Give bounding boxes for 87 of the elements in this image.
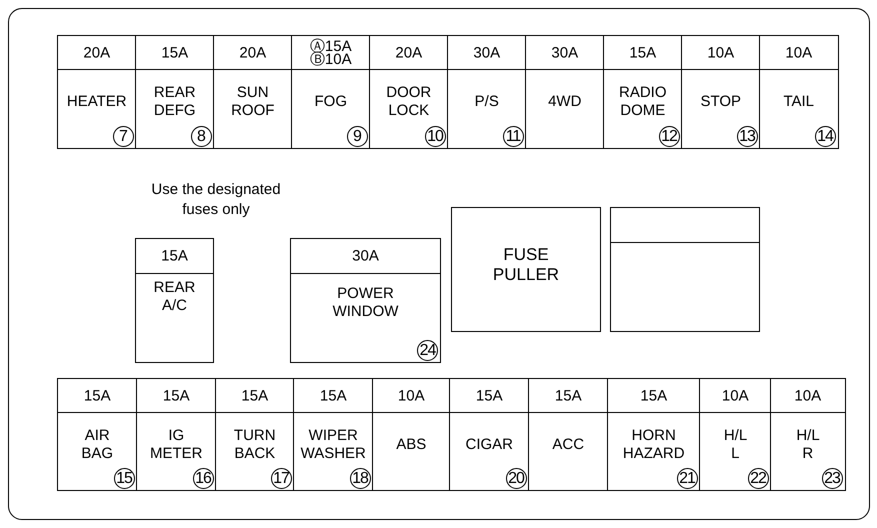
fuse-rating: 15A	[629, 46, 656, 59]
fuse-label: ACC	[552, 436, 584, 454]
fuse-rating: 15A	[162, 389, 190, 402]
fuse-rating: Ⓐ15A Ⓑ10A	[310, 40, 352, 66]
fuse-rating: 10A	[785, 46, 812, 59]
circled-number: 11	[502, 126, 524, 147]
fuse-slot	[449, 378, 530, 491]
fuse-rating: 15A	[161, 46, 188, 59]
fuse-slot	[607, 378, 700, 491]
fuse-rating: 10A	[707, 46, 734, 59]
circled-number: 10	[424, 126, 446, 147]
fuse-label: WIPER WASHER	[300, 427, 366, 463]
fuse-rating: 20A	[395, 46, 422, 59]
fuse-slot	[770, 378, 846, 491]
fuse-rating: 15A	[554, 389, 582, 402]
fuse-slot	[135, 35, 214, 149]
fuse-rating: 10A	[794, 389, 822, 402]
fuse-slot	[213, 35, 292, 149]
fuse-slot	[372, 378, 450, 491]
circled-number: 12	[658, 126, 680, 147]
note-text: Use the designated fuses only	[150, 180, 282, 220]
fuse-label: RADIO DOME	[619, 84, 666, 120]
fuse-rating: 20A	[239, 46, 266, 59]
fuse-slot	[291, 35, 370, 149]
fuse-label: AIR BAG	[81, 427, 114, 463]
fuse-slot	[135, 238, 214, 363]
fuse-slot	[215, 378, 294, 491]
circled-number: 24	[417, 340, 438, 361]
fuse-label: H/L R	[796, 427, 820, 463]
fuse-label: SUN ROOF	[231, 84, 274, 120]
fuse-slot	[57, 378, 138, 491]
circled-number: 23	[822, 468, 842, 489]
fuse-rating: 10A	[398, 389, 425, 402]
circled-number: 14	[814, 126, 836, 147]
fuse-rating: 20A	[83, 46, 110, 59]
circled-number: 8	[190, 126, 212, 147]
fuse-slot	[136, 378, 216, 491]
circled-number: 21	[676, 468, 698, 489]
fuse-label: POWER WINDOW	[332, 285, 398, 321]
fuse-label: CIGAR	[466, 436, 513, 454]
fuse-label: STOP	[700, 93, 742, 111]
fuse-label: REAR A/C	[154, 279, 196, 315]
fuse-label: REAR DEFG	[154, 84, 196, 120]
fuse-label: TAIL	[783, 93, 814, 111]
fuse-slot	[528, 378, 608, 491]
circled-number: 20	[506, 468, 526, 489]
slot-label: FUSE PULLER	[492, 244, 560, 284]
circled-number: 9	[346, 126, 368, 147]
fuse-rating: 30A	[551, 46, 578, 59]
fuse-slot	[525, 35, 604, 149]
fuse-puller-slot	[451, 207, 601, 332]
fuse-label: TURN BACK	[234, 427, 276, 463]
fuse-label: H/L L	[724, 427, 747, 463]
fuse-rating: 15A	[241, 389, 268, 402]
circled-number: 22	[748, 468, 768, 489]
fuse-slot	[699, 378, 772, 491]
fuse-label: IG METER	[150, 427, 202, 463]
fuse-label: P/S	[474, 93, 499, 111]
fuse-slot	[57, 35, 136, 149]
fuse-label: FOG	[314, 93, 347, 111]
fuse-slot	[290, 238, 441, 363]
fuse-slot	[293, 378, 374, 491]
circled-number: 7	[112, 126, 134, 147]
fuse-slot	[759, 35, 838, 149]
fuse-slot	[603, 35, 682, 149]
fuse-rating: 10A	[722, 389, 749, 402]
fuse-rating: 15A	[320, 389, 347, 402]
fuse-label: HEATER	[66, 93, 127, 111]
fuse-rating: 15A	[84, 389, 111, 402]
circled-number: 15	[114, 468, 134, 489]
fuse-slot	[447, 35, 526, 149]
fuse-slot	[681, 35, 760, 149]
fuse-rating: 15A	[476, 389, 503, 402]
fuse-rating: 15A	[640, 389, 668, 402]
circled-number: 17	[270, 468, 292, 489]
fuse-label: ABS	[396, 436, 426, 454]
fuse-rating: 30A	[473, 46, 500, 59]
fuse-slot	[369, 35, 448, 149]
fuse-label: DOOR LOCK	[386, 84, 432, 120]
fuse-rating: 30A	[352, 250, 379, 262]
fuse-label: 4WD	[548, 93, 582, 111]
circled-number: 18	[350, 468, 370, 489]
spare-slot	[610, 207, 760, 332]
circled-number: 16	[192, 468, 214, 489]
fuse-label: HORN HAZARD	[622, 427, 685, 463]
circled-number: 13	[736, 126, 758, 147]
fuse-rating: 15A	[161, 250, 188, 262]
